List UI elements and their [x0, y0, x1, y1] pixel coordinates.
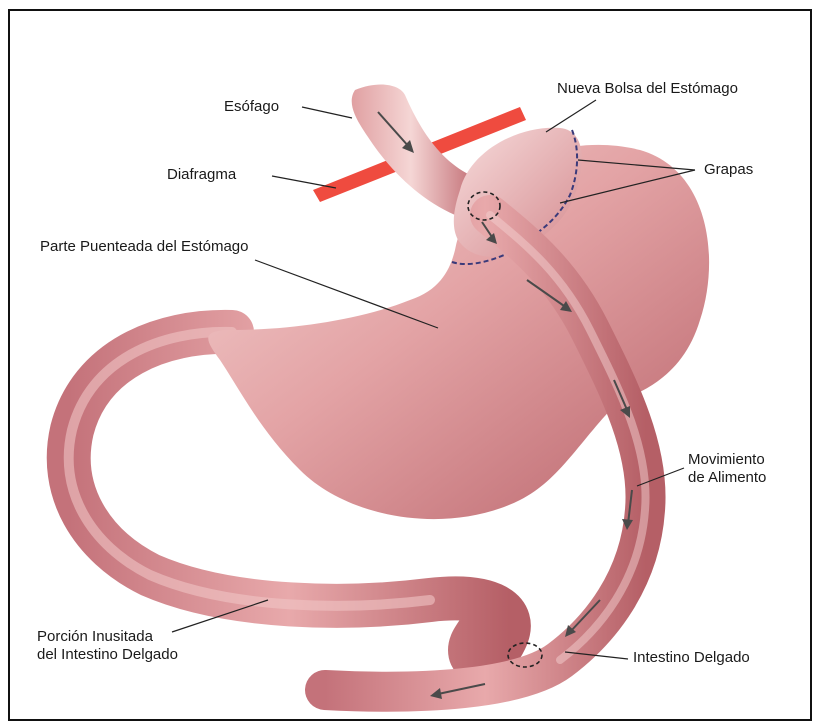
label-movimiento-alimento: Movimiento de Alimento	[688, 451, 766, 487]
leader-esofago	[302, 107, 352, 118]
label-esofago: Esófago	[224, 98, 279, 116]
label-intestino-delgado: Intestino Delgado	[633, 649, 750, 667]
leader-nueva-bolsa	[546, 100, 596, 132]
label-porcion-line2: del Intestino Delgado	[37, 646, 178, 664]
leader-diafragma	[272, 176, 336, 188]
label-porcion-inusitada: Porción Inusitada del Intestino Delgado	[37, 628, 178, 664]
leader-parte-puenteada	[255, 260, 438, 328]
label-parte-puenteada: Parte Puenteada del Estómago	[40, 238, 248, 256]
label-diafragma: Diafragma	[167, 166, 236, 184]
label-movimiento-line1: Movimiento	[688, 451, 766, 469]
label-grapas: Grapas	[704, 161, 753, 179]
label-nueva-bolsa: Nueva Bolsa del Estómago	[557, 80, 738, 98]
label-movimiento-line2: de Alimento	[688, 469, 766, 487]
label-porcion-line1: Porción Inusitada	[37, 628, 178, 646]
